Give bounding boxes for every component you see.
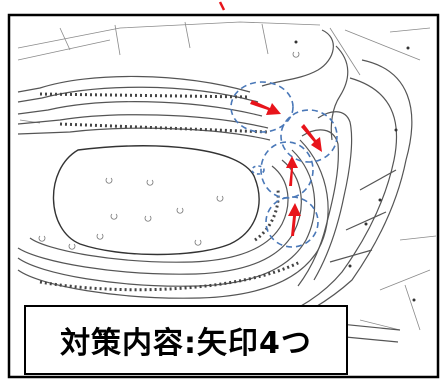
arrow-4 (288, 203, 301, 236)
highlight-circle-5 (251, 165, 265, 175)
hatched-bands (39, 92, 301, 292)
terrain-lines (17, 21, 437, 331)
arrow-3 (286, 156, 298, 186)
highlight-circles (230, 81, 338, 248)
top-red-mark (218, 1, 226, 11)
highlight-circle-4 (265, 196, 319, 248)
infield-boundary (52, 145, 260, 256)
highlight-circle-2 (280, 109, 338, 163)
highlight-circle-1 (230, 81, 294, 133)
caption-text: 対策内容:矢印4つ (60, 326, 312, 361)
red-arrows (250, 100, 322, 236)
arrow-1 (250, 100, 281, 115)
oval-track (17, 75, 329, 299)
arrow-2 (301, 124, 322, 152)
infield-markers (38, 51, 300, 250)
caption-box: 対策内容:矢印4つ (24, 305, 348, 375)
